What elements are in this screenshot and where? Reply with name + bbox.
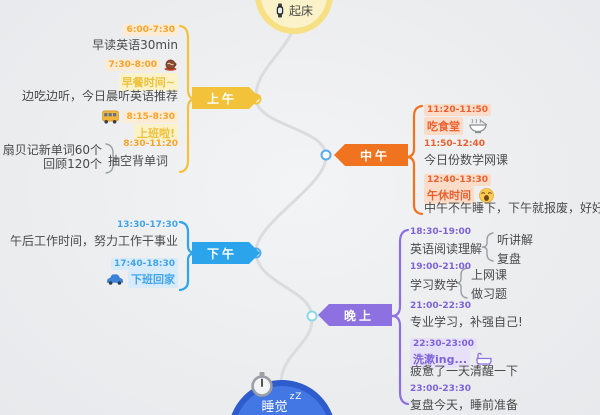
- words-brace: [105, 143, 119, 174]
- sleep-label: 睡觉: [261, 400, 288, 415]
- car-icon: [106, 273, 124, 285]
- wake-label: 起床: [288, 4, 313, 18]
- noon-item-nap-tag-row[interactable]: 午休时间: [424, 186, 494, 204]
- morning-item-reading-text[interactable]: 早读英语30min: [92, 38, 178, 52]
- afternoon-item-work-text[interactable]: 午后工作时间，努力工作干事业: [9, 234, 178, 248]
- morning-item-words-time[interactable]: 8:30-11:20: [123, 139, 178, 149]
- bathtub-icon: [475, 352, 493, 366]
- node-afternoon[interactable]: 下午: [192, 242, 260, 264]
- coffee-icon: [164, 59, 178, 71]
- morning-item-commute-time[interactable]: 8:15-8:30: [123, 111, 178, 123]
- morning-item-words-detail-2[interactable]: 回顾120个: [43, 157, 102, 171]
- noodle-bowl-icon: [468, 118, 488, 134]
- evening-math-sub-1[interactable]: 上网课: [471, 268, 508, 282]
- noon-item-nap-tag[interactable]: 午休时间: [424, 186, 474, 204]
- morning-item-breakfast-tag[interactable]: 早餐时间~: [118, 73, 178, 91]
- evening-connector-dot: [306, 310, 318, 322]
- evening-math-sub-2[interactable]: 做习题: [471, 287, 508, 301]
- morning-item-breakfast-text[interactable]: 边吃边听，今日晨听英语推荐: [21, 89, 178, 103]
- math-sub-brace: [455, 267, 468, 299]
- english-sub-brace: [481, 232, 494, 262]
- morning-item-words-text[interactable]: 抽空背单词: [107, 154, 168, 168]
- morning-item-breakfast-time[interactable]: 7:30-8:00: [105, 59, 160, 71]
- noon-connector-dot: [320, 149, 332, 161]
- morning-item-commute-time-row[interactable]: 8:15-8:30: [102, 110, 178, 124]
- evening-item-math-time[interactable]: 19:00-21:00: [410, 262, 472, 272]
- sleep-zzz-label: zZ: [289, 392, 303, 402]
- stopwatch-icon: [249, 371, 275, 397]
- evening-item-english-text[interactable]: 英语阅读理解: [410, 242, 483, 256]
- evening-item-math-text[interactable]: 学习数学: [410, 278, 459, 292]
- evening-english-sub-2[interactable]: 复盘: [497, 252, 522, 266]
- evening-item-review-text[interactable]: 复盘今天，睡前准备: [410, 398, 519, 412]
- node-afternoon-label: 下午: [206, 246, 237, 261]
- evening-english-sub-1[interactable]: 听讲解: [497, 233, 534, 247]
- morning-item-commute-tag[interactable]: 上班啦!: [133, 124, 178, 142]
- timeline-curve: [254, 26, 328, 382]
- noon-item-course-text[interactable]: 今日份数学网课: [424, 153, 509, 167]
- evening-item-wash-text[interactable]: 疲惫了一天清醒一下: [410, 364, 519, 378]
- evening-item-wash-tag[interactable]: 洗漱ing...: [410, 350, 471, 368]
- watch-icon: [275, 3, 285, 18]
- noon-item-lunch-time[interactable]: 11:20-11:50: [424, 104, 492, 116]
- evening-math-subs[interactable]: 上网课 做习题: [471, 266, 507, 302]
- morning-item-breakfast-time-row[interactable]: 7:30-8:00: [105, 59, 178, 71]
- evening-item-english-time[interactable]: 18:30-19:00: [410, 227, 472, 237]
- node-morning[interactable]: 上午: [192, 87, 260, 109]
- evening-item-wash-time[interactable]: 22:30-23:00: [410, 338, 478, 350]
- noon-brace: [405, 104, 424, 216]
- noon-item-nap-text[interactable]: 中午不午睡下，下午就报废，好好休息呀~: [424, 201, 600, 215]
- node-evening[interactable]: 晚上: [318, 304, 392, 326]
- node-evening-label: 晚上: [343, 308, 374, 323]
- node-noon-label: 中午: [359, 148, 390, 163]
- noon-item-course-time[interactable]: 11:50-12:40: [424, 139, 486, 149]
- bus-icon: [102, 110, 120, 124]
- evening-item-wash-tag-row[interactable]: 洗漱ing...: [410, 350, 493, 368]
- morning-item-words-detail-1[interactable]: 扇贝记新单词60个: [2, 143, 102, 157]
- noon-item-nap-time[interactable]: 12:40-13:30: [424, 174, 492, 186]
- node-noon[interactable]: 中午: [334, 144, 408, 166]
- yawn-face-icon: [479, 187, 494, 203]
- evening-item-major-time[interactable]: 21:00-22:30: [410, 301, 472, 311]
- noon-item-lunch-tag-row[interactable]: 吃食堂: [424, 117, 488, 135]
- evening-item-review-time[interactable]: 23:00-23:30: [410, 384, 472, 394]
- evening-item-major-text[interactable]: 专业学习，补强自己!: [410, 315, 523, 329]
- evening-english-subs[interactable]: 听讲解 复盘: [497, 231, 533, 267]
- noon-item-lunch-tag[interactable]: 吃食堂: [424, 117, 463, 135]
- evening-brace: [391, 228, 410, 406]
- morning-item-reading-time[interactable]: 6:00-7:30: [123, 24, 178, 36]
- afternoon-item-home-time[interactable]: 17:40-18:30: [110, 258, 178, 270]
- node-morning-label: 上午: [206, 91, 237, 106]
- afternoon-item-work-time[interactable]: 13:30-17:30: [116, 220, 178, 230]
- afternoon-item-home-tag[interactable]: 下班回家: [128, 270, 178, 288]
- afternoon-item-home-tag-row[interactable]: 下班回家: [106, 270, 178, 288]
